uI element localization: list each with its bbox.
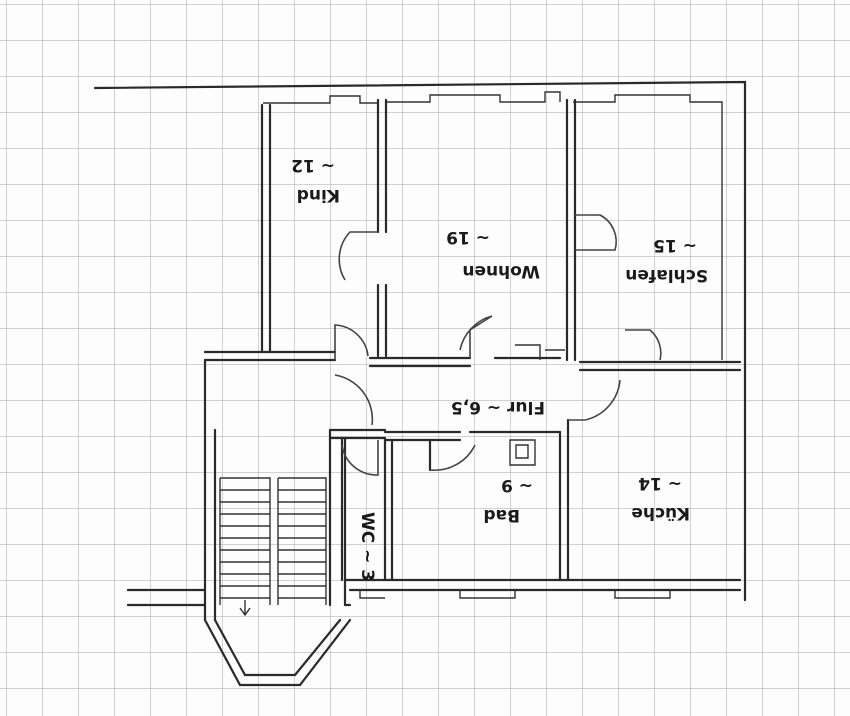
- wohnen-label: Wohnen: [462, 261, 540, 281]
- kind-label: Kind: [297, 185, 340, 205]
- flur-label: Flur ~ 6,5: [451, 397, 545, 417]
- bad-area: ~ 9: [501, 475, 533, 495]
- doors: [334, 214, 662, 476]
- stairs: [219, 477, 327, 617]
- room-labels: ~ 12 Kind ~ 19 Wohnen ~ 15 Schlafen Flur…: [291, 155, 708, 581]
- kueche-label: Küche: [631, 503, 690, 523]
- schlafen-label: Schlafen: [625, 265, 708, 285]
- wc-label: WC ~ 3: [357, 512, 377, 581]
- schlafen-area: ~ 15: [653, 235, 697, 255]
- kind-area: ~ 12: [291, 155, 335, 175]
- walls: [93, 80, 747, 687]
- bad-label: Bad: [483, 505, 520, 525]
- wohnen-area: ~ 19: [446, 227, 490, 247]
- kueche-area: ~ 14: [638, 473, 682, 493]
